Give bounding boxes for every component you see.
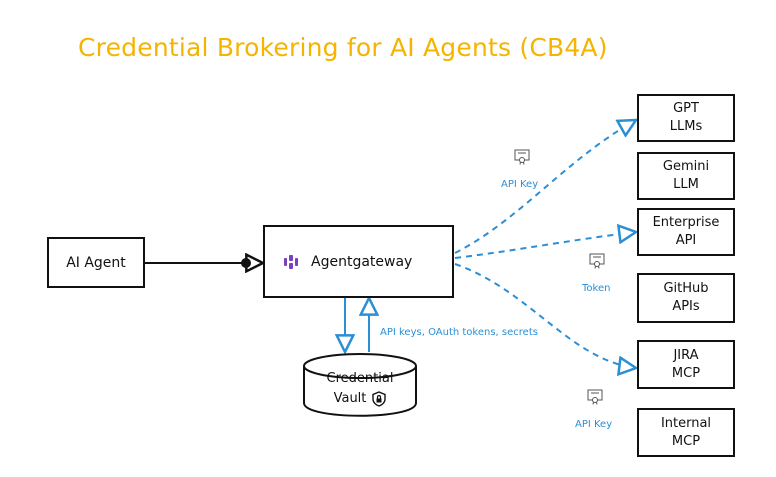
gemini-llm-box: Gemini LLM	[637, 152, 735, 200]
gemini-llm-label: Gemini LLM	[662, 159, 710, 192]
credential-vault-cylinder	[303, 353, 417, 417]
gateway-to-jira-connector	[454, 263, 636, 368]
vault-secrets-edge-label: API keys, OAuth tokens, secrets	[380, 327, 538, 338]
github-apis-label: GitHub APIs	[663, 281, 709, 314]
shield-lock-icon	[372, 391, 387, 407]
vault-label-line2: Vault	[333, 391, 367, 406]
internal-mcp-label: Internal MCP	[660, 415, 712, 449]
diagram-title: Credential Brokering for AI Agents (CB4A…	[78, 33, 608, 62]
github-apis-box: GitHub APIs	[637, 273, 735, 323]
connector-dot	[241, 258, 251, 268]
certificate-icon	[589, 253, 605, 269]
jira-mcp-label: JIRA MCP	[671, 347, 701, 381]
api-key-edge-label: API Key	[575, 419, 613, 430]
ai-agent-label: AI Agent	[66, 254, 126, 271]
gpt-llms-label: GPT LLMs	[669, 101, 703, 134]
gateway-to-gpt-connector	[454, 120, 636, 254]
api-key-edge-label: API Key	[501, 179, 539, 190]
gateway-to-enterprise-connector	[454, 232, 636, 259]
jira-mcp-box: JIRA MCP	[637, 340, 735, 389]
vault-label-line1: Credential	[326, 371, 394, 386]
enterprise-api-label: Enterprise API	[652, 215, 720, 248]
certificate-icon	[587, 389, 603, 405]
certificate-icon	[514, 149, 530, 165]
agentgateway-logo-icon	[284, 254, 298, 269]
agentgateway-label: Agentgateway	[311, 253, 413, 270]
internal-mcp-box: Internal MCP	[637, 408, 735, 457]
token-edge-label: Token	[582, 283, 611, 294]
agentgateway-box: Agentgateway	[263, 225, 454, 298]
credential-vault-label: Credential Vault	[305, 369, 415, 409]
gpt-llms-box: GPT LLMs	[637, 94, 735, 142]
ai-agent-box: AI Agent	[47, 237, 145, 288]
enterprise-api-box: Enterprise API	[637, 208, 735, 256]
